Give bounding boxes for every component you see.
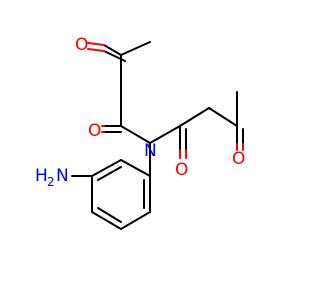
bond-n-right-carbonyl — [149, 125, 181, 144]
atom-label-nh2-subscript: 2 — [47, 175, 55, 189]
atom-label-o-top-ketone: O — [75, 35, 88, 55]
ring-bond — [120, 159, 151, 177]
atom-label-o-right-ketone: O — [232, 149, 245, 169]
atom-label-o-right-amide: O — [175, 160, 188, 180]
bond-top-ketone-co-red — [87, 48, 105, 52]
atom-label-nh2-n: N — [56, 166, 69, 186]
ring-bond — [91, 211, 122, 230]
bond-top-ketone-co — [103, 44, 122, 56]
bond-right-amide-ch2 — [179, 107, 210, 127]
structure-canvas: O O N O O H 2 N — [35, 35, 246, 230]
atom-label-nh2: H 2 N — [35, 166, 69, 189]
ring-inner-bond — [97, 166, 122, 181]
bond-ch2-ketone — [208, 107, 238, 127]
ring-bond — [91, 159, 122, 177]
bond-top-ketone-co-red — [87, 42, 105, 46]
chemical-structure: O O N O O H 2 N — [35, 35, 245, 230]
bond-left-carbonyl-n — [120, 125, 151, 144]
atom-label-o-left-amide: O — [88, 121, 101, 141]
bond-top-ketone-co — [103, 50, 126, 62]
atom-label-n-imide: N — [144, 141, 157, 161]
atom-label-nh2-h: H — [35, 166, 48, 186]
bond-methyl-ketone — [120, 41, 151, 56]
ring-inner-bond — [97, 207, 122, 223]
ring-bond — [120, 211, 151, 230]
